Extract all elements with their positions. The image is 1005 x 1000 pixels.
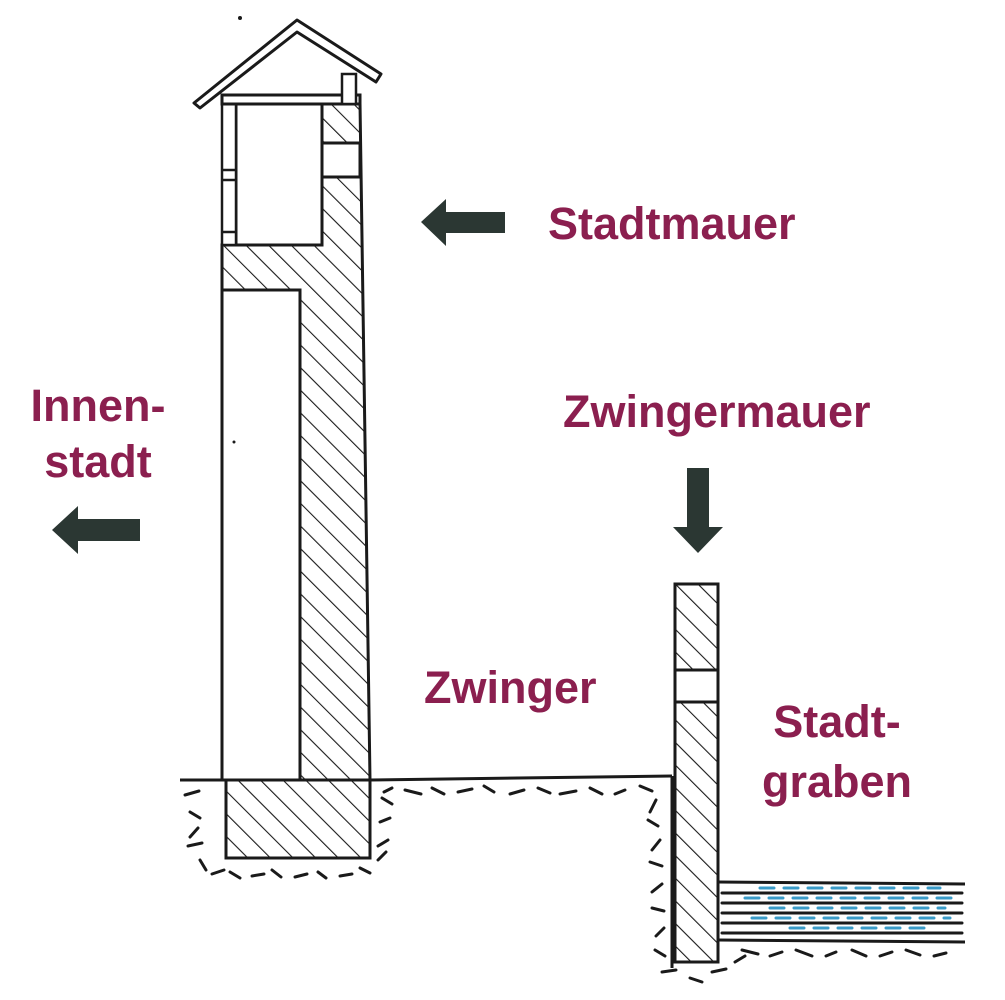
city-wall-roof xyxy=(192,18,383,110)
city-wall-loophole xyxy=(320,141,362,179)
label-innenstadt-line1: Innen- xyxy=(30,380,166,431)
earth-texture xyxy=(183,784,948,984)
label-stadtgraben-line2: graben xyxy=(761,756,913,807)
outer-wall xyxy=(673,582,720,964)
label-innenstadt-line2: stadt xyxy=(44,436,152,487)
label-zwinger: Zwinger xyxy=(424,662,597,713)
city-wall-foundation xyxy=(224,778,372,860)
water-ripples xyxy=(743,886,957,930)
city-wall xyxy=(192,18,383,860)
moat-water xyxy=(720,886,964,935)
arrow-left-icon xyxy=(421,199,505,246)
label-stadtmauer: Stadtmauer xyxy=(548,198,796,249)
arrow-down-icon xyxy=(673,468,723,553)
roof-post xyxy=(340,72,358,106)
outer-wall-loophole xyxy=(673,668,720,704)
roof-beam xyxy=(220,93,362,106)
label-stadtgraben-line1: Stadt- xyxy=(773,696,901,747)
label-zwingermauer: Zwingermauer xyxy=(563,386,871,437)
city-wall-lower-chamber xyxy=(220,288,302,782)
wall-walk-post xyxy=(220,101,238,247)
arrow-left-icon xyxy=(52,506,140,554)
ground xyxy=(180,774,966,968)
outer-wall-masonry xyxy=(673,582,720,964)
wall-walk-chamber xyxy=(234,101,324,247)
